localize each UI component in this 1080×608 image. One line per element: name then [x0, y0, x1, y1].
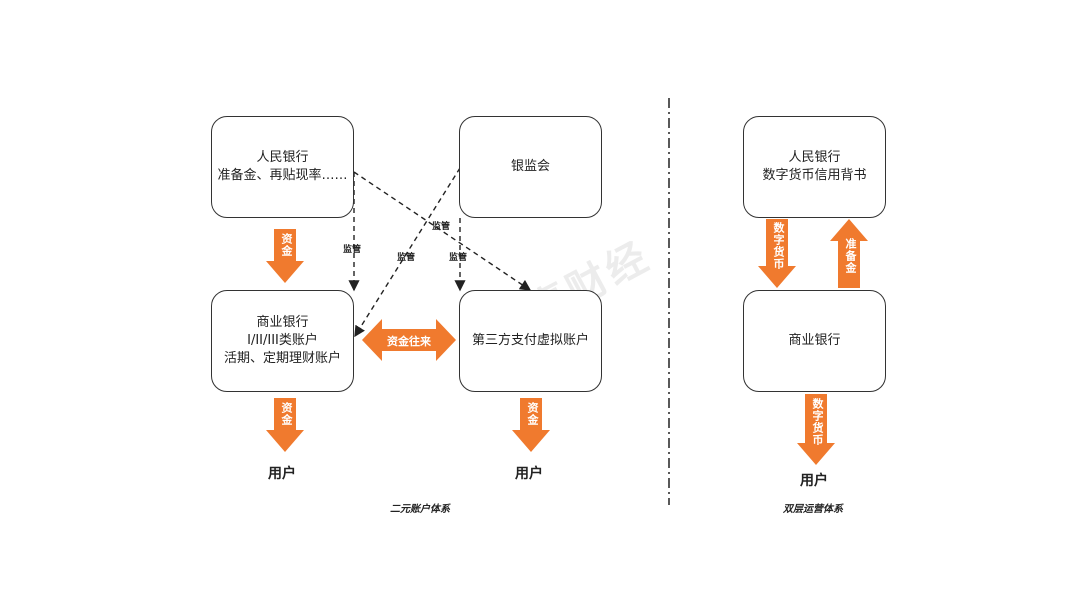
digital-currency-bottom-label: 数字货币 [811, 398, 824, 446]
user-label-third: 用户 [515, 466, 543, 482]
right-bank-box: 商业银行 [743, 290, 886, 392]
reserve-up-arrow [830, 219, 868, 288]
fund-label-2: 资金 [280, 402, 293, 426]
cbrc-box: 银监会 [459, 116, 602, 218]
pboc-box: 人民银行 准备金、再贴现率…… [211, 116, 354, 218]
supervise-label-3: 监管 [432, 222, 451, 232]
pboc-subtitle: 准备金、再贴现率…… [217, 168, 348, 183]
digital-currency-bottom-arrow [797, 394, 835, 465]
pboc-title: 人民银行 [256, 150, 309, 165]
reserve-up-label: 准备金 [844, 238, 857, 274]
right-pboc-title: 人民银行 [788, 150, 841, 165]
fund-arrow-3 [512, 398, 550, 452]
bank-account-types: I/II/III类账户 [247, 333, 318, 348]
cbrc-title: 银监会 [510, 159, 550, 174]
fund-label-1: 资金 [280, 233, 293, 257]
flow-double-arrow [362, 319, 456, 361]
commercial-bank-box: 商业银行 I/II/III类账户 活期、定期理财账户 [211, 290, 354, 392]
third-party-box: 第三方支付虚拟账户 [459, 290, 602, 392]
right-pboc-box: 人民银行 数字货币信用背书 [743, 116, 886, 218]
left-caption: 二元账户体系 [390, 504, 450, 515]
right-user-label: 用户 [800, 473, 828, 489]
right-pboc-subtitle: 数字货币信用背书 [762, 168, 867, 183]
user-label-bank: 用户 [268, 466, 296, 482]
bank-title: 商业银行 [256, 315, 309, 330]
flow-label: 资金往来 [387, 335, 431, 348]
bank-account-kinds: 活期、定期理财账户 [223, 351, 341, 366]
digital-currency-down-label: 数字货币 [772, 222, 785, 270]
fund-arrow-2 [266, 398, 304, 452]
right-bank-title: 商业银行 [788, 333, 841, 348]
supervise-line-cbrc-bank [354, 167, 461, 338]
right-caption: 双层运营体系 [783, 504, 843, 515]
third-party-title: 第三方支付虚拟账户 [471, 333, 589, 348]
digital-currency-down-arrow [758, 219, 796, 288]
fund-arrow-1 [266, 229, 304, 283]
fund-label-3: 资金 [526, 402, 539, 426]
supervise-label-1: 监管 [343, 245, 362, 255]
supervise-label-2: 监管 [397, 253, 416, 263]
supervise-label-4: 监管 [449, 253, 468, 263]
